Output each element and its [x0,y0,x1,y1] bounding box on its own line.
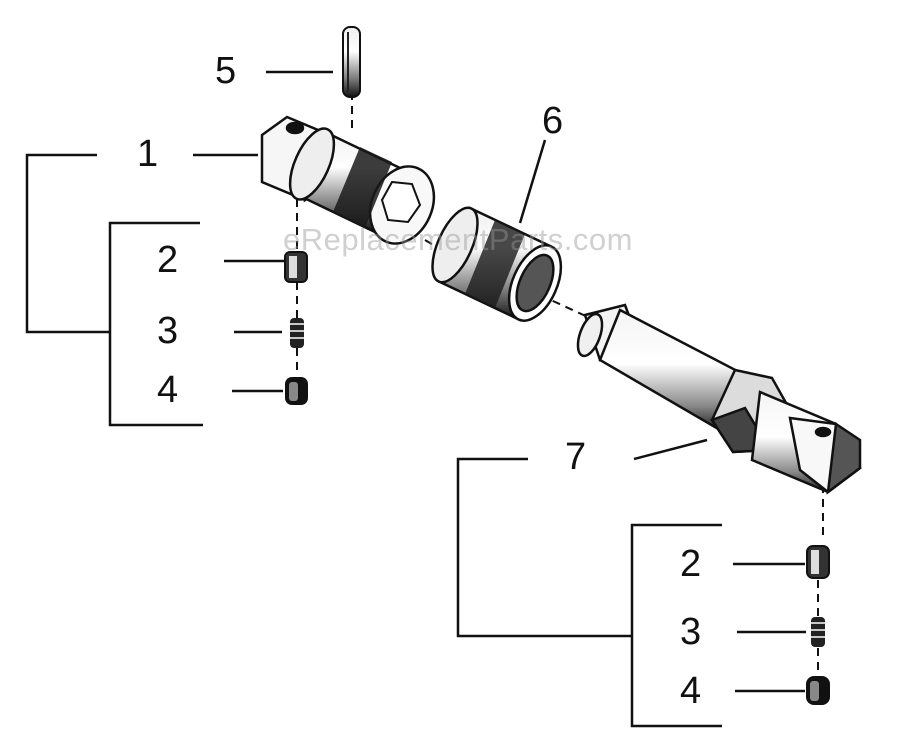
part-7-extension-shaft-icon [576,303,862,495]
right-part-4-cap-icon [806,676,830,705]
callout-right-2: 2 [680,543,702,585]
part-6-sleeve-icon [431,206,563,322]
callout-right-4: 4 [680,670,702,712]
right-part-3-spring-icon [811,617,825,647]
callout-left-2: 2 [157,239,179,281]
callout-5: 5 [215,50,237,92]
left-part-2-setscrew-icon [284,251,308,283]
part-1-drive-adapter-icon [260,115,436,245]
left-part-3-spring-icon [290,318,304,348]
left-part-4-cap-icon [285,377,308,405]
watermark: eReplacementParts.com [283,222,633,257]
bracket-lines [25,153,722,728]
callout-1: 1 [137,133,159,175]
callout-6: 6 [542,100,564,142]
callout-left-4: 4 [157,369,179,411]
callout-left-3: 3 [157,310,179,352]
callout-7: 7 [565,436,587,478]
callout-right-3: 3 [680,611,702,653]
leader-lines [193,70,806,693]
right-part-2-setscrew-icon [806,545,830,579]
part-5-pin-icon [342,26,361,98]
